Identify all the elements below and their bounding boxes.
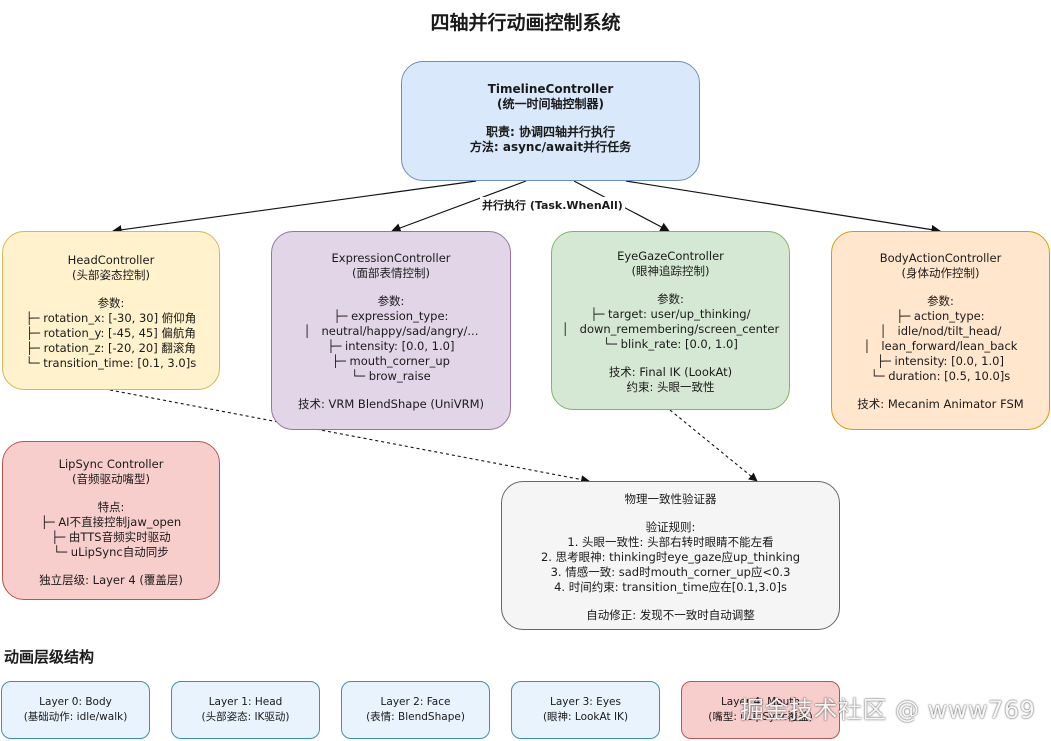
node-subtitle: (音频驱动嘴型) [72, 472, 150, 486]
layer-4-node: Layer 4: Mouth (嘴型: uLipSync覆盖) [681, 681, 840, 739]
lipsync-controller-node: LipSync Controller (音频驱动嘴型) 特点: ├─ AI不直接… [2, 441, 220, 600]
node-title: BodyActionController [879, 251, 1002, 265]
node-title: ExpressionController [331, 251, 451, 265]
rule-line: 4. 时间约束: transition_time应在[0.1,3.0]s [554, 580, 787, 594]
layer-name: Layer 1: Head [208, 696, 283, 708]
params-label: 参数: [97, 296, 125, 310]
rule-line: 1. 头眼一致性: 头部右转时眼睛不能左看 [567, 535, 774, 549]
eyegaze-controller-node: EyeGazeController (眼神追踪控制) 参数: ├─ target… [551, 231, 790, 410]
layer-3-node: Layer 3: Eyes (眼神: LookAt IK) [511, 681, 660, 739]
params-label: 参数: [377, 294, 405, 308]
layer-1-node: Layer 1: Head (头部姿态: IK驱动) [171, 681, 320, 739]
arrow-eye-to-verifier [669, 409, 758, 482]
feature-line: ├─ AI不直接控制jaw_open [40, 515, 182, 529]
node-autofix: 自动修正: 发现不一致时自动调整 [586, 608, 755, 622]
layer-2-node: Layer 2: Face (表情: BlendShape) [341, 681, 490, 739]
node-title: 物理一致性验证器 [624, 492, 717, 506]
timeline-controller-node: TimelineController (统一时间轴控制器) 职责: 协调四轴并行… [401, 61, 700, 181]
node-subtitle: (眼神追踪控制) [631, 264, 710, 278]
node-title: EyeGazeController [617, 249, 724, 263]
arrow-timeline-to-expression [391, 180, 527, 233]
layer-desc: (头部姿态: IK驱动) [201, 711, 290, 723]
node-subtitle: (面部表情控制) [352, 266, 430, 280]
param-line: │ down_remembering/screen_center [561, 322, 780, 336]
arrow-timeline-to-head [112, 180, 477, 235]
node-tech: 技术: Final IK (LookAt) [608, 365, 733, 379]
layer-name: Layer 0: Body [39, 696, 112, 708]
arrow-timeline-to-body [625, 180, 941, 235]
param-line: ├─ intensity: [0.0, 1.0] [877, 354, 1004, 368]
param-line: │ idle/nod/tilt_head/ [879, 324, 1002, 338]
expression-controller-node: ExpressionController (面部表情控制) 参数: ├─ exp… [271, 231, 511, 430]
layer-desc: (表情: BlendShape) [366, 711, 465, 723]
node-method: 方法: async/await并行任务 [469, 140, 632, 154]
feature-line: ├─ 由TTS音频实时驱动 [51, 530, 171, 544]
node-duty: 职责: 协调四轴并行执行 [486, 125, 615, 139]
param-line: ├─ target: user/up_thinking/ [590, 307, 751, 321]
param-line: │ neutral/happy/sad/angry/... [303, 324, 479, 338]
layer-desc: (眼神: LookAt IK) [542, 711, 629, 723]
param-line: └─ transition_time: [0.1, 3.0]s [25, 356, 197, 370]
param-line: └─ brow_raise [351, 369, 431, 383]
param-line: ├─ action_type: [896, 309, 985, 323]
layer-name: Layer 4: Mouth [720, 696, 801, 708]
param-line: ├─ intensity: [0.0, 1.0] [327, 339, 455, 353]
param-line: ├─ rotation_z: [-20, 20] 翻滚角 [26, 341, 196, 355]
param-line: └─ blink_rate: [0.0, 1.0] [603, 337, 738, 351]
head-controller-node: HeadController (头部姿态控制) 参数: ├─ rotation_… [2, 231, 220, 390]
features-label: 特点: [97, 500, 125, 514]
param-line: ├─ mouth_corner_up [332, 354, 450, 368]
parallel-exec-label: 并行执行 (Task.WhenAll) [480, 197, 625, 213]
node-layer: 独立层级: Layer 4 (覆盖层) [39, 573, 183, 587]
layer-name: Layer 3: Eyes [550, 696, 621, 708]
diagram-title: 四轴并行动画控制系统 [430, 12, 621, 34]
layer-desc: (基础动作: idle/walk) [23, 711, 128, 723]
param-line: ├─ rotation_y: [-45, 45] 偏航角 [26, 326, 196, 340]
node-tech: 技术: Mecanim Animator FSM [857, 397, 1024, 411]
node-constraint: 约束: 头眼一致性 [626, 380, 715, 394]
node-title: TimelineController [487, 82, 614, 96]
bodyaction-controller-node: BodyActionController (身体动作控制) 参数: ├─ act… [831, 231, 1050, 430]
params-label: 参数: [927, 294, 954, 308]
rule-line: 3. 情感一致: sad时mouth_corner_up应<0.3 [550, 565, 791, 579]
node-title: HeadController [67, 253, 155, 267]
node-subtitle: (头部姿态控制) [72, 268, 150, 282]
node-title: LipSync Controller [58, 457, 164, 471]
node-subtitle: (身体动作控制) [901, 266, 980, 280]
param-line: ├─ rotation_x: [-30, 30] 俯仰角 [25, 311, 197, 325]
layer-desc: (嘴型: uLipSync覆盖) [708, 711, 813, 723]
watermark: 掘金技术社区 @ www769 [740, 696, 1036, 724]
param-line: │ lean_forward/lean_back [863, 339, 1018, 353]
feature-line: └─ uLipSync自动同步 [53, 545, 169, 559]
layer-0-node: Layer 0: Body (基础动作: idle/walk) [1, 681, 150, 739]
params-label: 参数: [657, 292, 684, 306]
layer-name: Layer 2: Face [380, 696, 451, 708]
node-subtitle: (统一时间轴控制器) [497, 97, 604, 111]
rule-line: 2. 思考眼神: thinking时eye_gaze应up_thinking [540, 550, 801, 564]
node-tech: 技术: VRM BlendShape (UniVRM) [297, 397, 485, 411]
rules-label: 验证规则: [645, 520, 696, 534]
physics-verifier-node: 物理一致性验证器 验证规则: 1. 头眼一致性: 头部右转时眼睛不能左看 2. … [501, 481, 840, 630]
layers-section-title: 动画层级结构 [4, 648, 95, 666]
param-line: ├─ expression_type: [333, 309, 449, 323]
param-line: └─ duration: [0.5, 10.0]s [870, 369, 1011, 383]
